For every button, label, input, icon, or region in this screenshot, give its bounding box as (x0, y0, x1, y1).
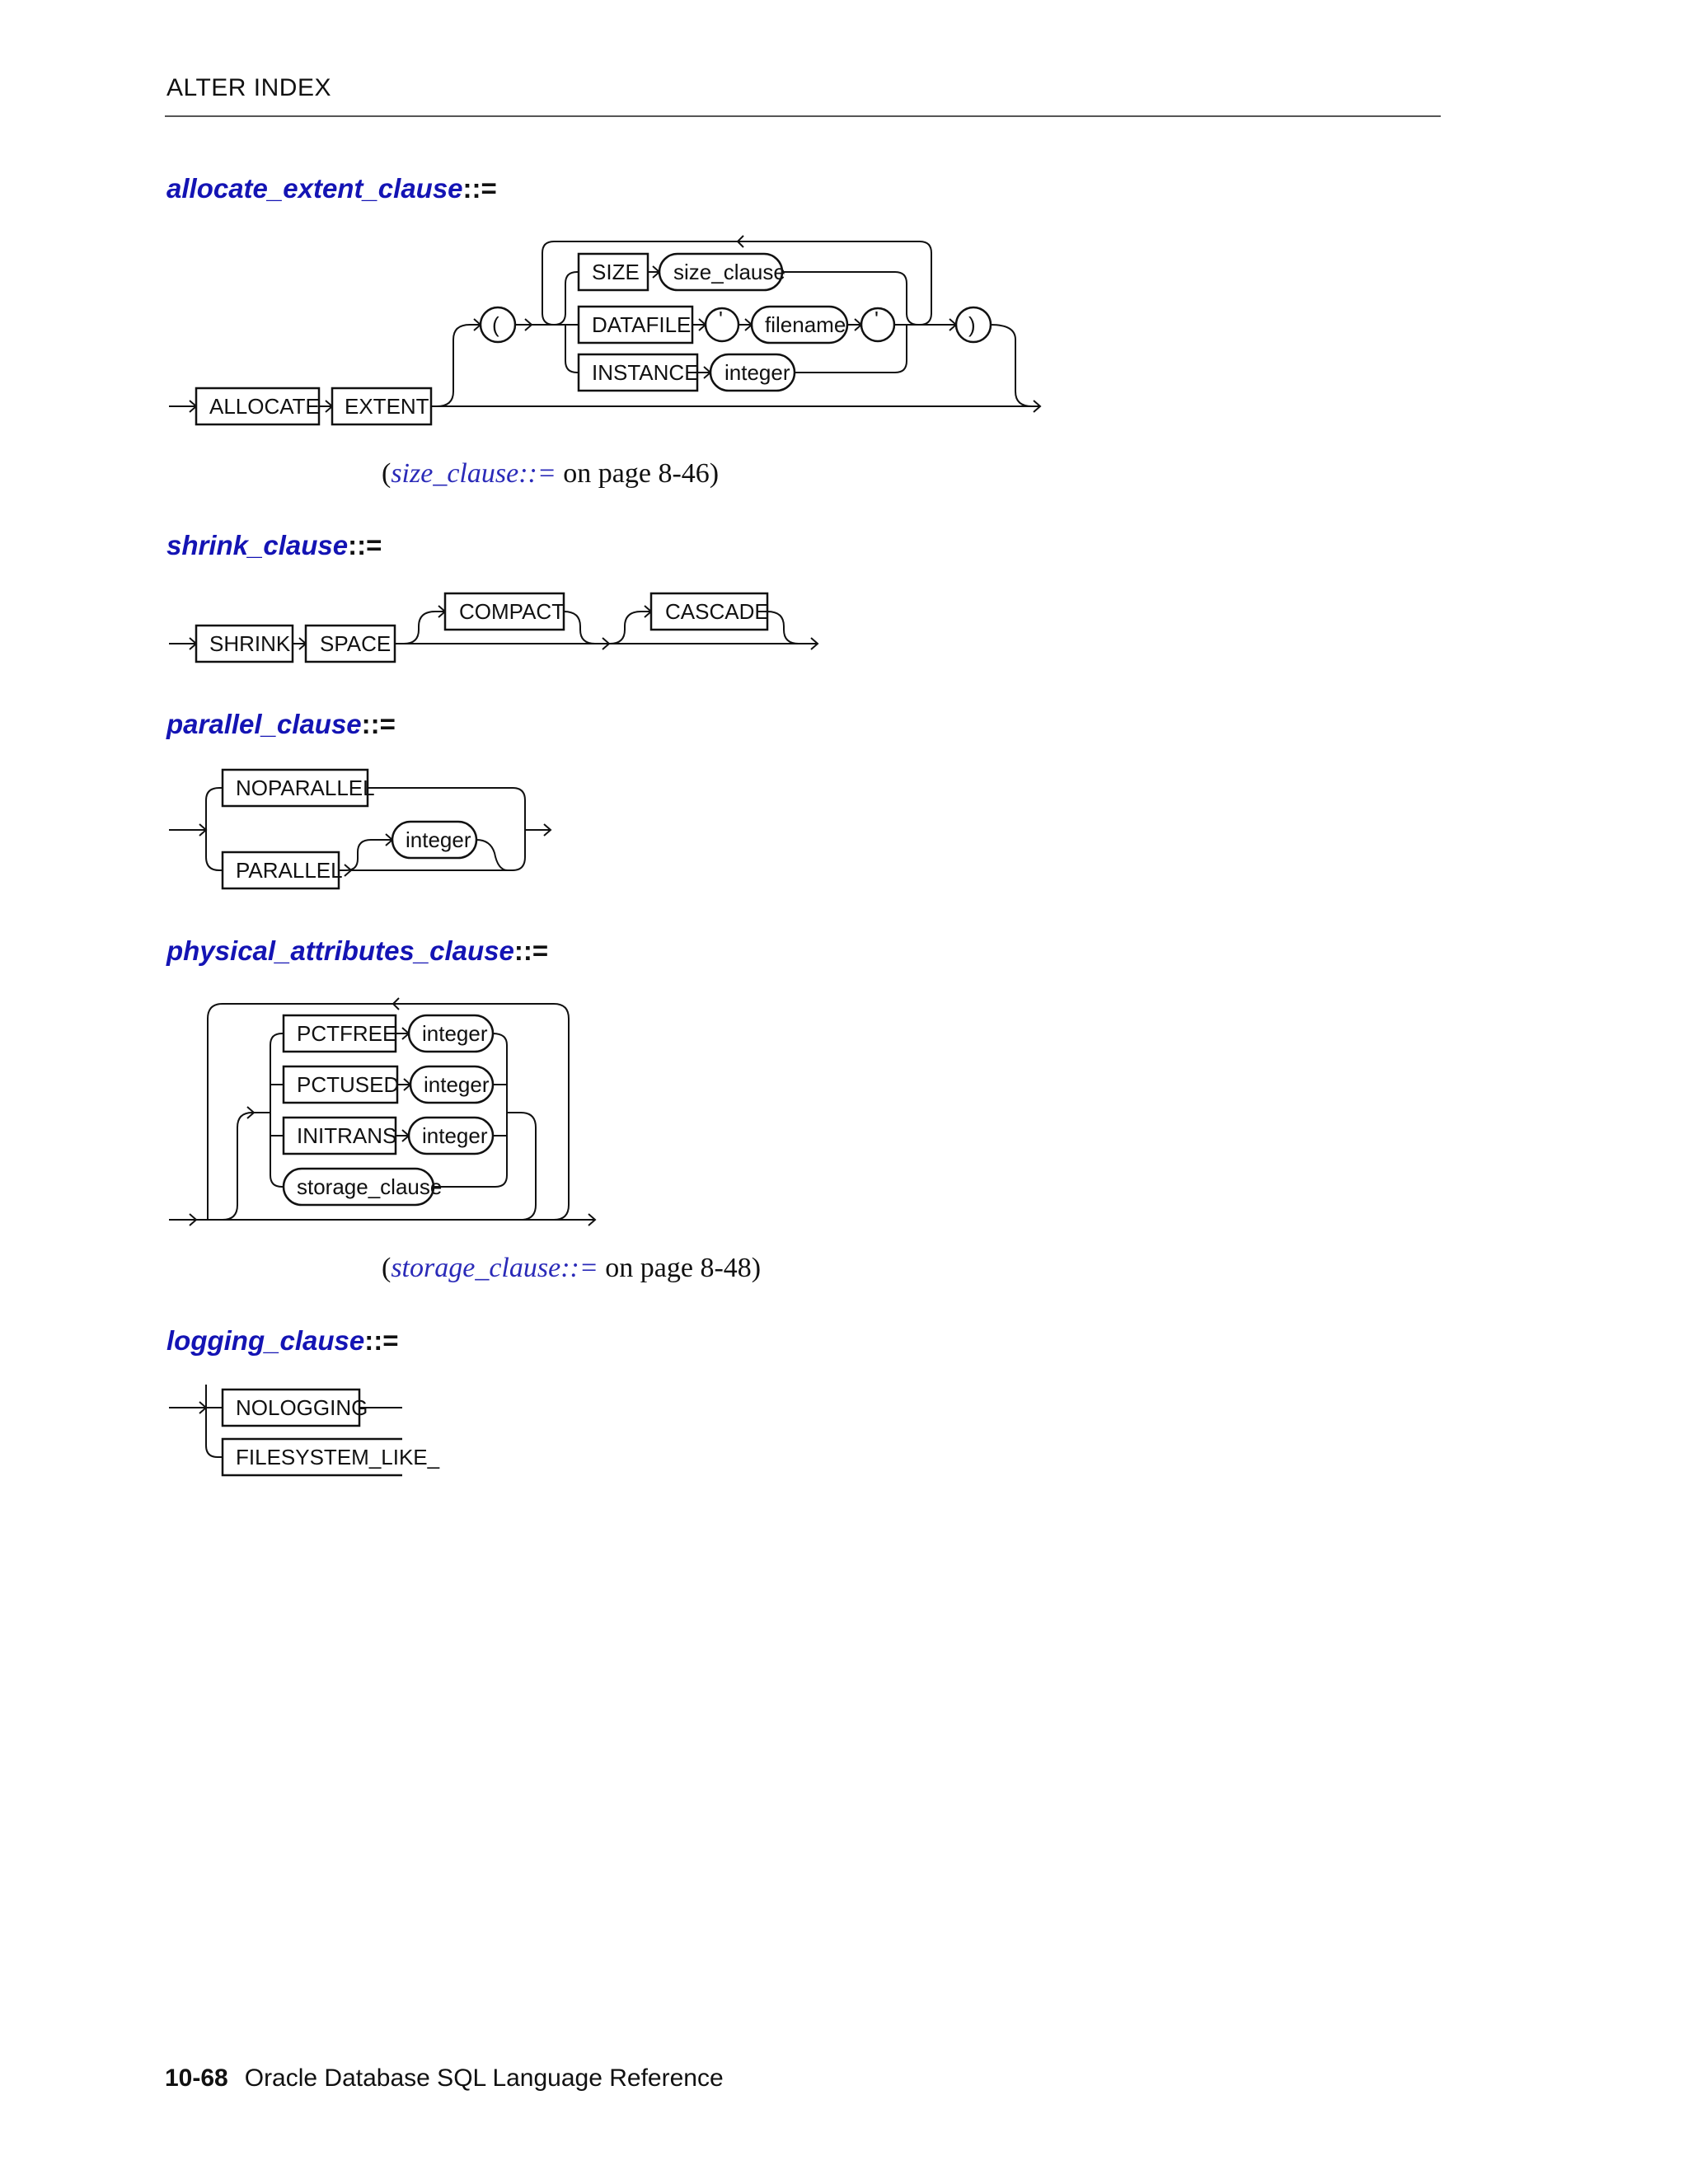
pctfree-integer: integer (422, 1021, 488, 1046)
allocate-extent-clause-term: allocate_extent_clause (166, 173, 463, 204)
nologging-keyword-box (221, 1388, 361, 1427)
quote-open: ' (719, 307, 723, 331)
logging-clause-op: ::= (364, 1325, 399, 1356)
noparallel-keyword-box (221, 768, 369, 808)
storage-clause: storage_clause (297, 1174, 442, 1199)
pctused-integer-node (409, 1065, 495, 1104)
allocate-extent-clause-heading: allocate_extent_clause::= (166, 173, 497, 204)
size-clause-xref-link[interactable]: size_clause::= (391, 458, 556, 489)
storage-clause-xref-page: on page 8-48 (598, 1253, 752, 1283)
physical-attributes-clause-op: ::= (513, 935, 549, 966)
left-paren-node (479, 306, 517, 344)
shrink-clause-diagram: SHRINK SPACE COMPACT CASCADE (169, 592, 819, 663)
storage-clause-xref-link[interactable]: storage_clause::= (391, 1253, 598, 1283)
size-clause-xref-page: on page 8-46 (556, 458, 710, 489)
parallel-keyword-box (221, 851, 340, 890)
parallel-clause-term: parallel_clause (166, 709, 362, 739)
allocate-extent-diagram: ALLOCATE EXTENT ( SIZE size_clause DATAF… (169, 235, 1042, 426)
quote-close: ' (874, 307, 879, 331)
initrans-integer-node (407, 1116, 495, 1155)
instance-integer: integer (724, 360, 790, 385)
allocate-keyword: ALLOCATE (209, 394, 320, 419)
parallel-clause-heading: parallel_clause::= (166, 709, 396, 740)
size-keyword-box (577, 252, 649, 292)
pctfree-integer-node (407, 1014, 495, 1053)
noparallel-keyword: NOPARALLEL (236, 776, 375, 800)
initrans-integer: integer (422, 1123, 488, 1148)
shrink-clause-term: shrink_clause (166, 530, 349, 560)
running-header: ALTER INDEX (166, 74, 331, 101)
shrink-keyword: SHRINK (209, 631, 291, 656)
shrink-clause-heading: shrink_clause::= (166, 530, 382, 561)
pctused-keyword: PCTUSED (297, 1072, 399, 1097)
pctused-keyword-box (282, 1065, 399, 1104)
logging-clause-heading: logging_clause::= (166, 1325, 398, 1357)
datafile-keyword: DATAFILE (592, 312, 691, 337)
right-paren: ) (968, 312, 976, 337)
size-clause-xref: (size_clause::= on page 8-46) (382, 458, 720, 489)
quote-open-node (704, 307, 740, 343)
instance-keyword: INSTANCE (592, 360, 699, 385)
logging-clause-diagram: NOLOGGING FILESYSTEM_LIKE_ (169, 1385, 440, 1477)
compact-keyword-box (443, 592, 565, 631)
cascade-keyword: CASCADE (665, 599, 769, 624)
shrink-keyword-box (195, 624, 294, 663)
extent-keyword-box (331, 387, 433, 426)
left-paren: ( (492, 312, 499, 337)
physical-attributes-clause-heading: physical_attributes_clause::= (166, 935, 548, 967)
pctfree-keyword-box (282, 1014, 397, 1053)
instance-keyword-box (577, 353, 699, 392)
storage-clause-xref: (storage_clause::= on page 8-48) (382, 1253, 762, 1283)
parallel-keyword: PARALLEL (236, 858, 343, 883)
right-paren-node (954, 306, 992, 344)
filesystem-keyword-box (221, 1437, 402, 1477)
shrink-clause-op: ::= (348, 530, 382, 560)
initrans-keyword-box (282, 1116, 397, 1155)
book-title: Oracle Database SQL Language Reference (244, 2064, 724, 2092)
size-keyword: SIZE (592, 260, 640, 284)
nologging-keyword: NOLOGGING (236, 1395, 368, 1420)
quote-close-node (860, 307, 896, 343)
pctfree-keyword: PCTFREE (297, 1021, 396, 1046)
physical-attributes-clause-term: physical_attributes_clause (166, 935, 514, 966)
instance-integer-node (709, 353, 796, 392)
size-clause: size_clause (673, 260, 785, 284)
filename-node (750, 305, 849, 344)
datafile-keyword-box (577, 305, 694, 344)
page-number: 10-68 (165, 2064, 228, 2092)
pctused-integer: integer (424, 1072, 490, 1097)
header-rule (165, 115, 1441, 117)
parallel-clause-op: ::= (361, 709, 396, 739)
space-keyword-box (304, 624, 396, 663)
extent-keyword: EXTENT (345, 394, 429, 419)
page-footer: 10-68 Oracle Database SQL Language Refere… (165, 2064, 724, 2093)
space-keyword: SPACE (320, 631, 391, 656)
parallel-integer-node (391, 820, 478, 860)
logging-clause-term: logging_clause (166, 1325, 365, 1356)
compact-keyword: COMPACT (459, 599, 565, 624)
filename: filename (765, 312, 846, 337)
parallel-clause-diagram: NOPARALLEL PARALLEL integer (169, 768, 552, 890)
storage-clause-node (282, 1167, 435, 1207)
allocate-keyword-box (195, 387, 321, 426)
size-clause-node (658, 252, 784, 292)
filesystem-keyword: FILESYSTEM_LIKE_ (236, 1445, 440, 1469)
physical-attributes-diagram: PCTFREE integer PCTUSED integer INITRANS… (169, 997, 597, 1226)
cascade-keyword-box (649, 592, 769, 631)
parallel-integer: integer (406, 827, 471, 852)
initrans-keyword: INITRANS (297, 1123, 396, 1148)
allocate-extent-clause-op: ::= (462, 173, 497, 204)
